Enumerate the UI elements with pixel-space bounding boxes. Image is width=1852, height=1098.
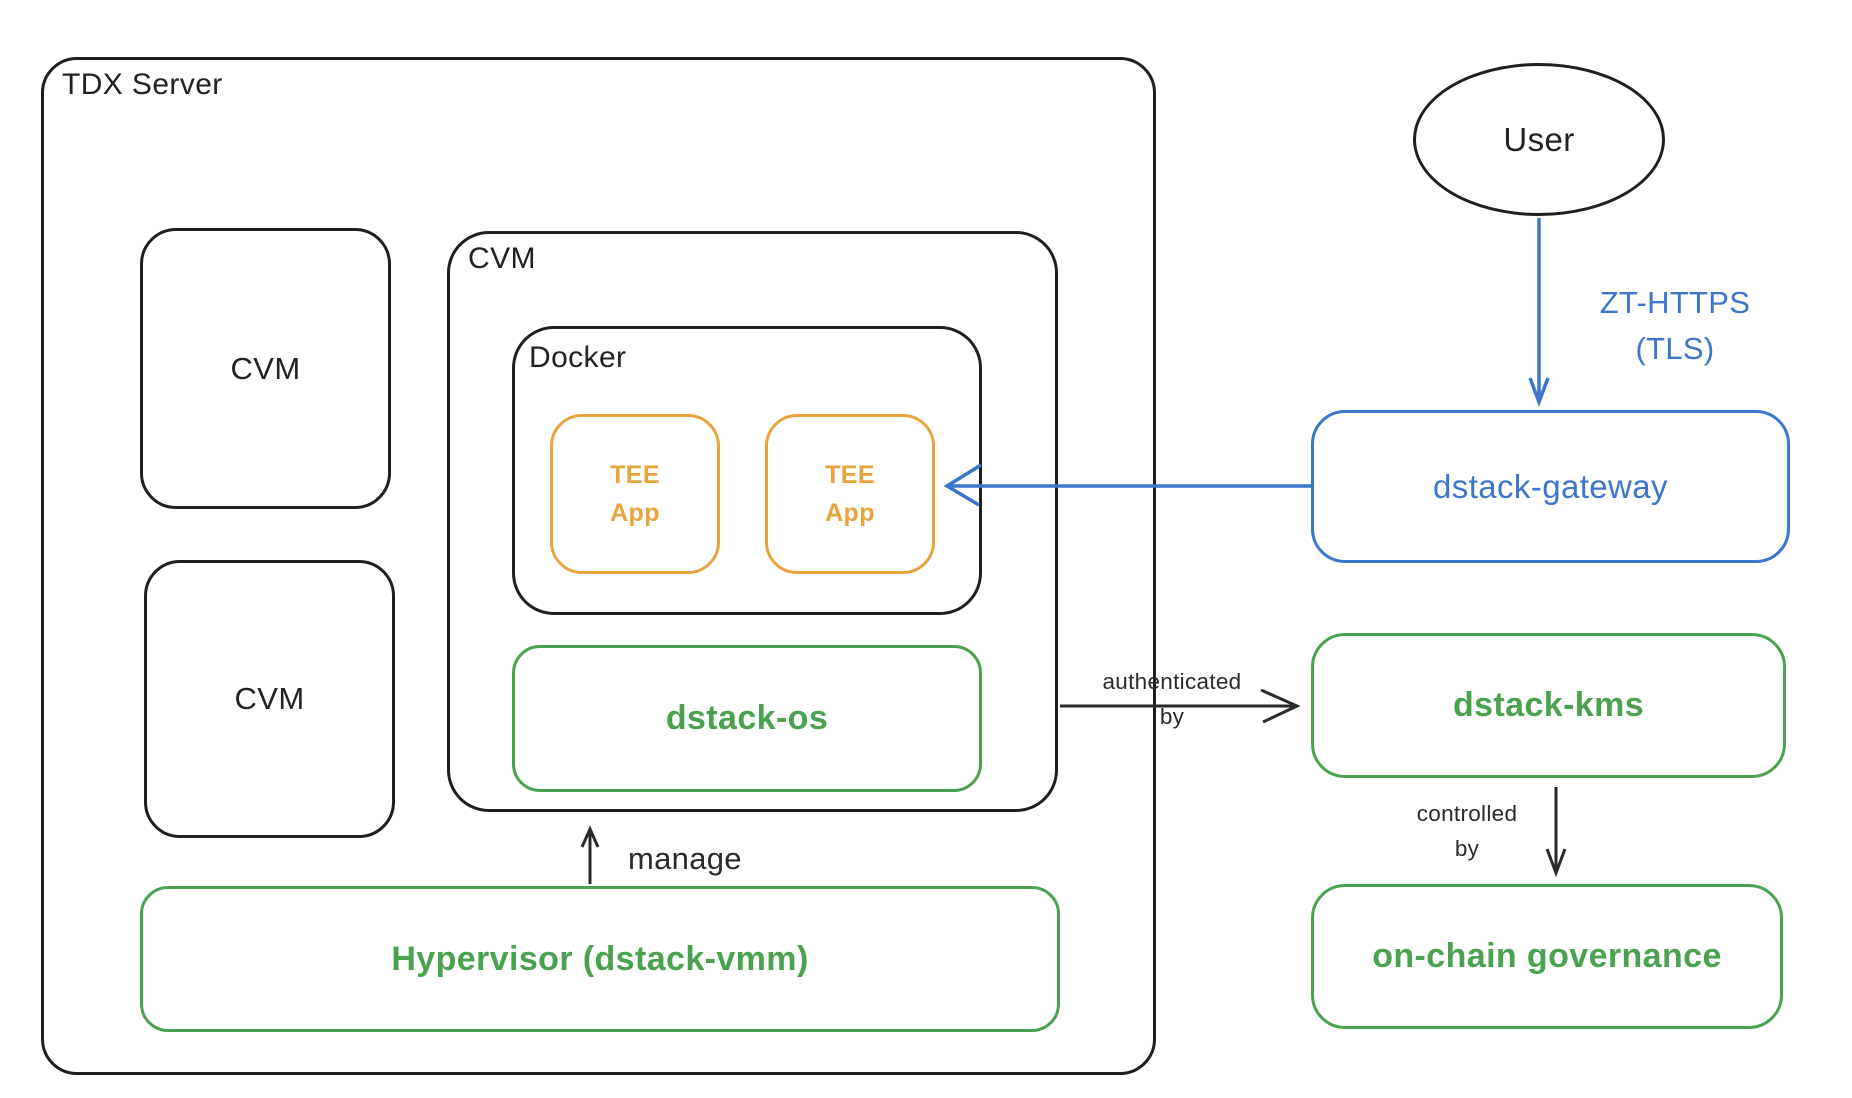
tee-app-2-box bbox=[765, 414, 935, 574]
cvm-main-label: CVM bbox=[468, 242, 536, 275]
hypervisor-label: Hypervisor (dstack-vmm) bbox=[391, 939, 809, 978]
manage-label: manage bbox=[628, 841, 742, 876]
dstack-gateway-label: dstack-gateway bbox=[1433, 467, 1668, 505]
user-ellipse bbox=[1413, 63, 1665, 216]
hypervisor-box bbox=[140, 886, 1060, 1032]
arrow-user-to-gateway bbox=[1528, 218, 1550, 407]
authenticated-by-label: authenticated by bbox=[1102, 669, 1242, 729]
cvm-box-left-bottom bbox=[144, 560, 395, 838]
on-chain-governance-label: on-chain governance bbox=[1372, 937, 1722, 975]
dstack-kms-box bbox=[1311, 633, 1786, 778]
cvm-label-left-top: CVM bbox=[230, 350, 301, 386]
dstack-os-box bbox=[512, 645, 982, 792]
tdx-server-label: TDX Server bbox=[62, 68, 223, 101]
dstack-os-label: dstack-os bbox=[665, 699, 829, 737]
cvm-label-left-bottom: CVM bbox=[234, 681, 305, 716]
docker-label: Docker bbox=[529, 341, 627, 374]
tee-app-1-box bbox=[550, 414, 720, 574]
on-chain-governance-box bbox=[1311, 884, 1783, 1029]
dstack-gateway-box bbox=[1311, 410, 1790, 563]
controlled-by-label: controlled by bbox=[1416, 801, 1518, 861]
user-label: User bbox=[1503, 120, 1575, 158]
dstack-kms-label: dstack-kms bbox=[1452, 686, 1645, 724]
zt-https-label: ZT-HTTPS (TLS) bbox=[1599, 285, 1751, 366]
cvm-box-left-top bbox=[140, 228, 391, 509]
